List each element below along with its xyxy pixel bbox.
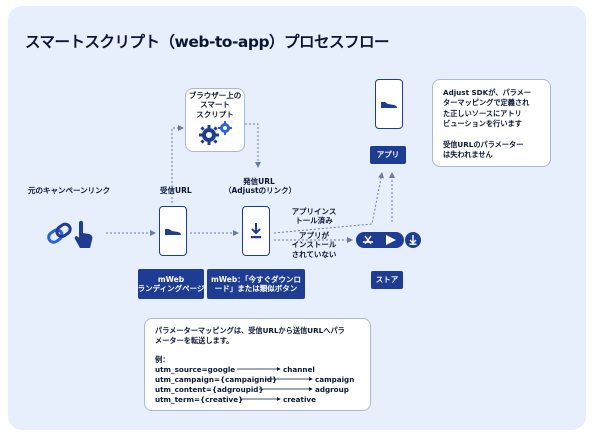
mapping-content-to: adgroup — [315, 385, 349, 394]
app-installed-line1: アプリインス — [291, 207, 337, 216]
received-url-label: 受信URL — [160, 186, 192, 195]
shoe-icon — [381, 102, 397, 108]
page-title: スマートスクリプト（web-to-app）プロセスフロー — [25, 33, 390, 51]
sent-url-line2: （Adjustのリンク） — [224, 186, 297, 196]
mweb-landing-tag-line2: ランディングページ — [137, 284, 205, 293]
mweb-landing-tag-line1: mWeb — [157, 274, 185, 284]
app-tag: アプリ — [370, 146, 406, 164]
gears-icon — [199, 121, 232, 145]
download-icon — [251, 223, 261, 239]
play-store-icon — [386, 235, 396, 245]
browser-script-line3: スクリプト — [196, 109, 234, 119]
arrow-script-to-button — [245, 123, 261, 168]
campaign-link-label: 元のキャンペーンリンク — [28, 186, 111, 195]
app-not-installed-line1: アプリが — [299, 231, 329, 240]
app-not-installed-line3: されていない — [291, 249, 337, 259]
sent-url-line1: 発信URL — [243, 177, 275, 186]
link-click-icon — [47, 220, 93, 248]
mapping-campaign-to: campaign — [315, 375, 355, 384]
param-intro-line2: メーターを転送します。 — [155, 335, 234, 345]
download-button-phone — [242, 206, 270, 256]
mapping-source-from: utm_source=google — [155, 365, 236, 374]
sent-url-label: 発信URL （Adjustのリンク） — [224, 177, 297, 196]
sdk-note-line2: ターマッピングで定義され — [443, 98, 530, 108]
arrow-button-to-app — [273, 172, 384, 234]
store-tag: ストア — [371, 271, 403, 289]
sdk-note-line1: Adjust SDKが、パラメー — [443, 88, 531, 97]
sdk-note-line3: た正しいソースにアトリ — [443, 108, 522, 118]
sdk-note-box — [432, 79, 551, 167]
mweb-landing-tag: mWeb ランディングページ — [138, 269, 204, 299]
mapping-source-to: channel — [283, 365, 315, 374]
mapping-campaign-from: utm_campaign={campaignid} — [155, 375, 278, 384]
store-icons — [356, 232, 421, 248]
landing-page-phone — [159, 206, 187, 256]
arrow-landing-to-script — [171, 125, 184, 203]
app-not-installed-label: アプリが インストール されていない — [282, 231, 346, 259]
sdk-note-text: Adjust SDKが、パラメー ターマッピングで定義され た正しいソースにアト… — [443, 88, 531, 161]
parameter-mapping-box — [144, 318, 371, 411]
mweb-download-button-tag: mWeb：「今すぐダウンロ ード」または類似ボタン — [207, 269, 305, 299]
browser-script-line1: ブラウザー上の — [188, 91, 242, 100]
param-intro-line1: パラメーターマッピングは、受信URLから送信URLへパラ — [155, 326, 345, 335]
mapping-term-from: utm_term={creative} — [155, 395, 244, 404]
sdk-note-line6: は失われません — [443, 150, 493, 160]
browser-script-line2: スマート — [200, 100, 230, 110]
app-phone — [375, 79, 403, 129]
mapping-content-from: utm_content={adgroupid} — [155, 385, 264, 394]
parameter-mapping-intro: パラメーターマッピングは、受信URLから送信URLへパラ メーターを転送します。 — [155, 326, 345, 345]
sdk-note-spacer — [443, 130, 531, 140]
sdk-note-line5: 受信URLのパラメーター — [443, 139, 524, 149]
shoe-icon — [165, 229, 181, 235]
app-installed-label: アプリインス トール済み — [282, 207, 346, 226]
app-store-icon — [363, 235, 373, 245]
mweb-button-tag-line2: ード」または類似ボタン — [214, 284, 298, 293]
app-installed-line2: トール済み — [295, 216, 333, 226]
browser-script-label: ブラウザー上の スマート スクリプト — [185, 91, 245, 119]
sdk-note-line4: ビューションを行います — [443, 119, 522, 129]
param-example-label: 例： — [155, 355, 170, 364]
mweb-button-tag-line1: mWeb：「今すぐダウンロ — [210, 274, 302, 284]
app-not-installed-line2: インストール — [291, 240, 337, 250]
mapping-term-to: creative — [283, 395, 316, 404]
